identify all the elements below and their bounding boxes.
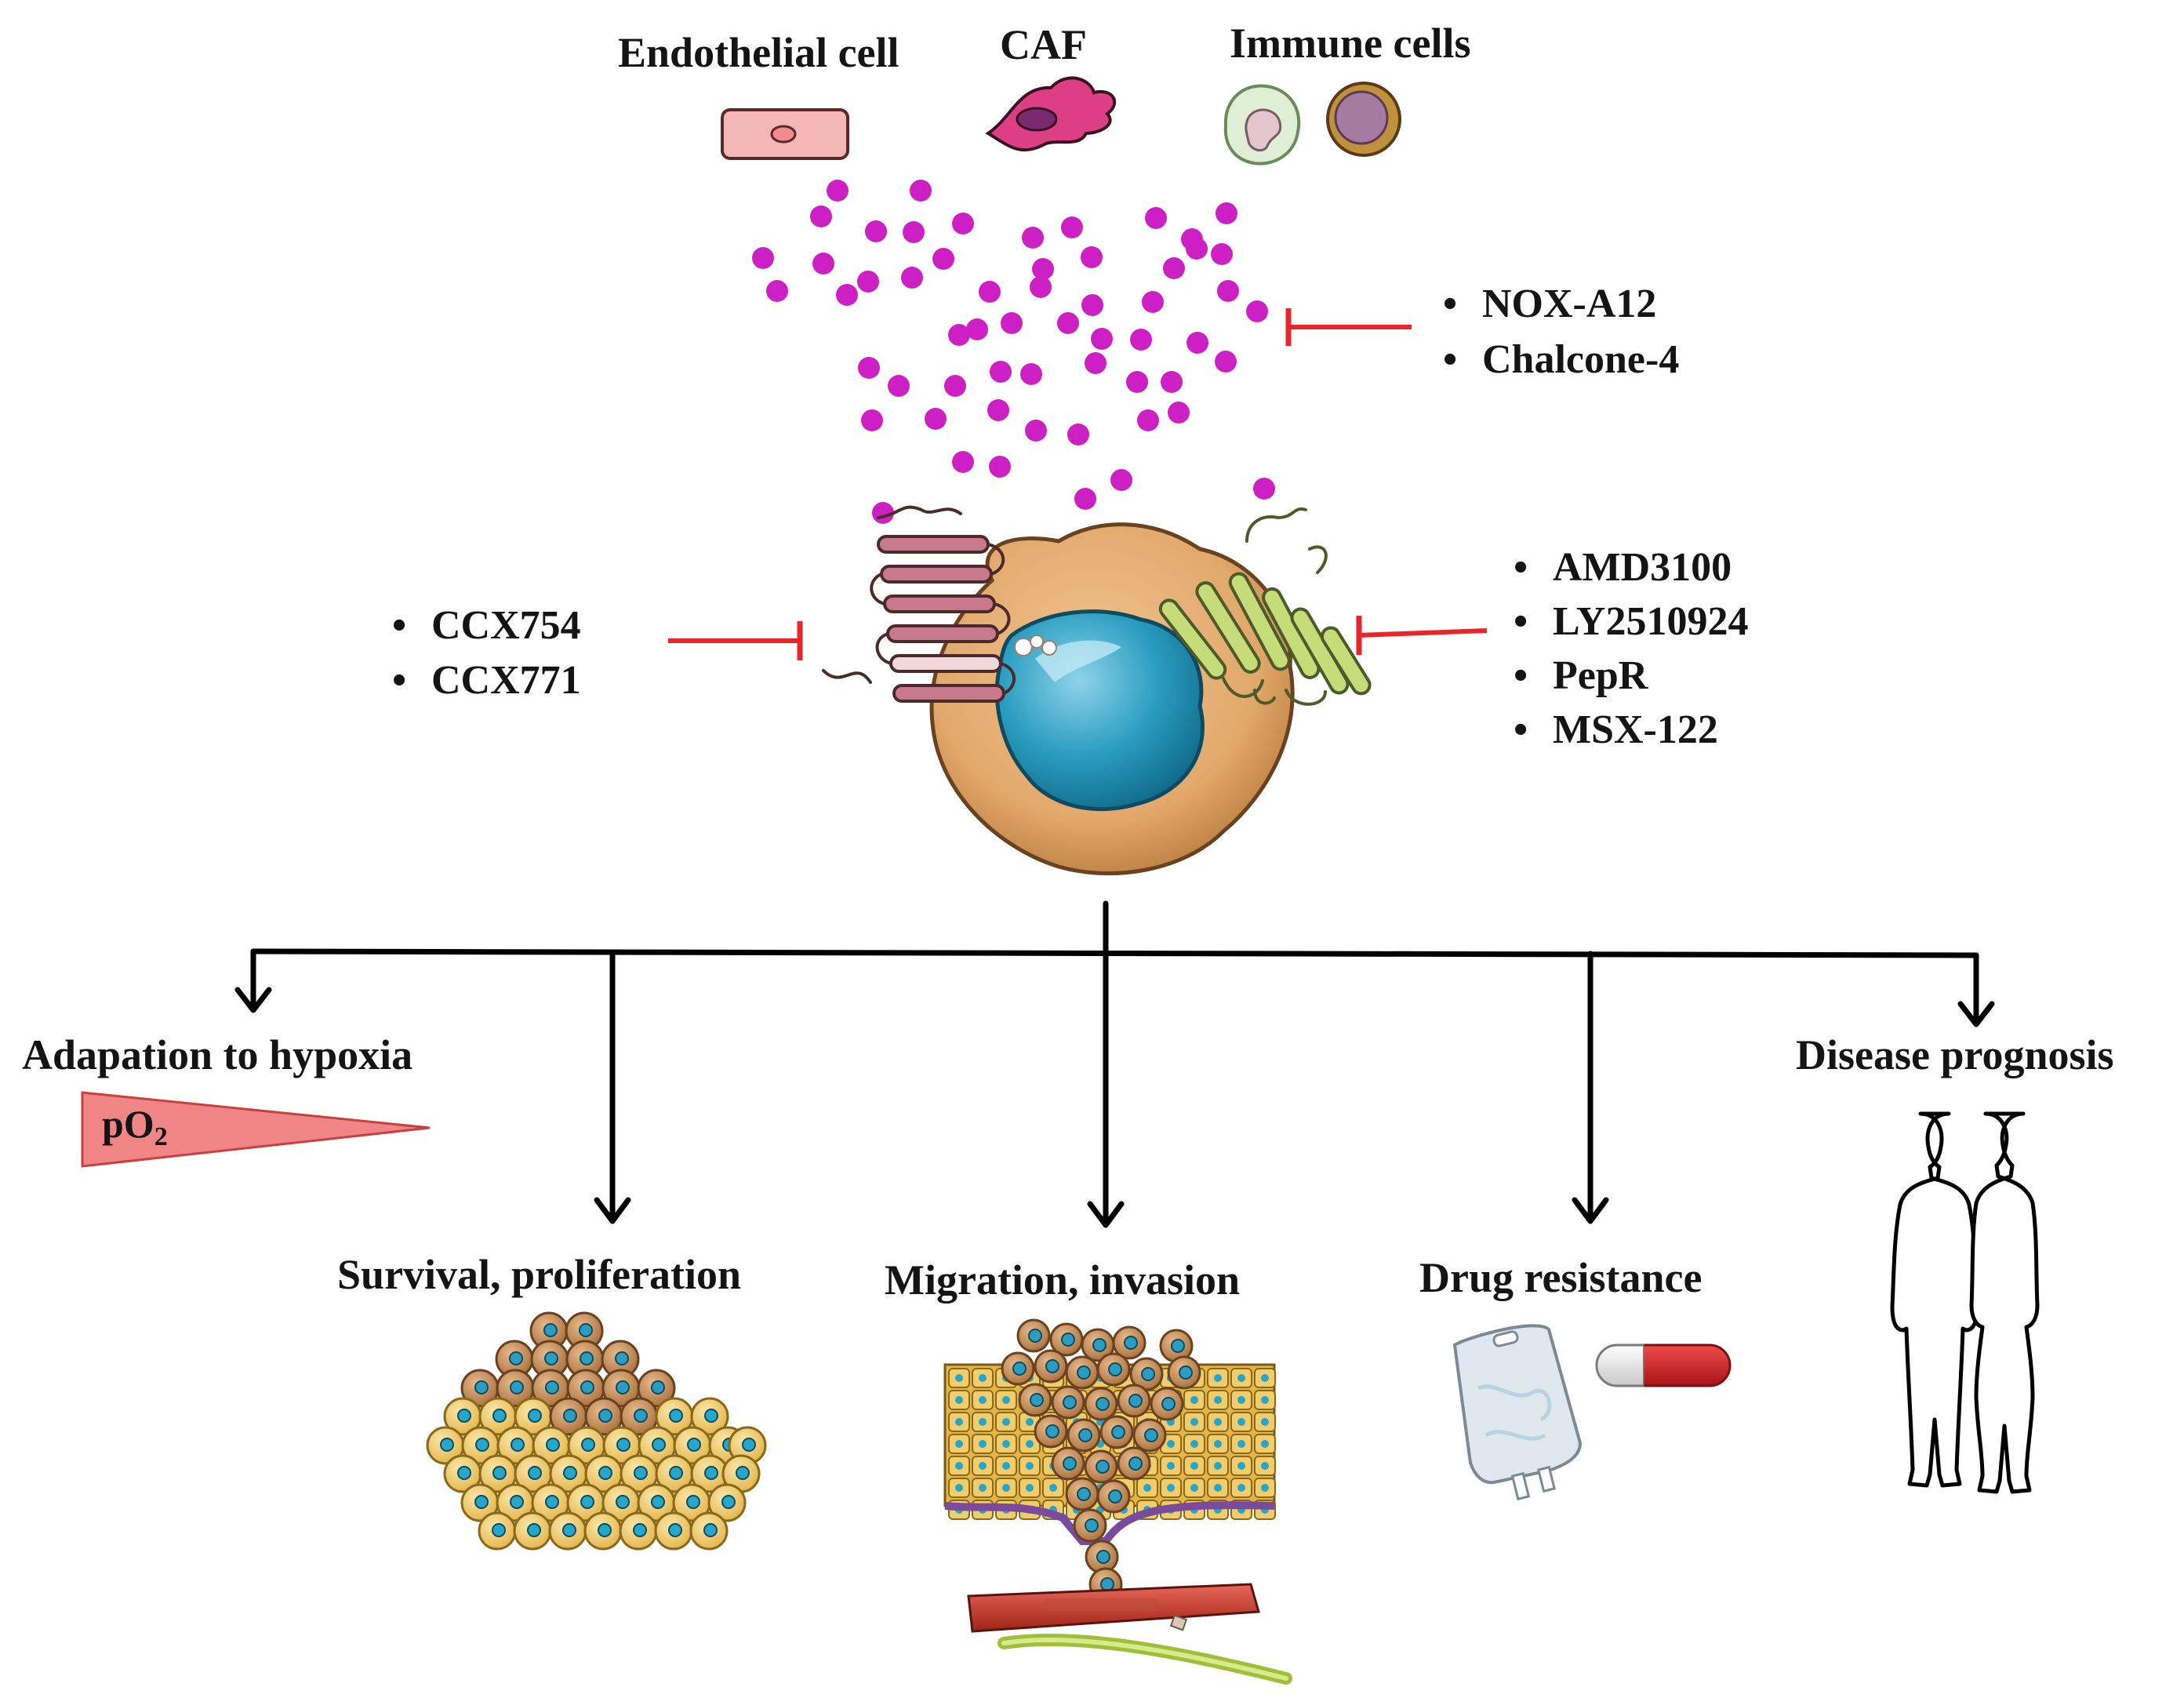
ligand-dot-icon	[932, 248, 954, 270]
inhibition-bar-icon	[1356, 616, 1488, 655]
drug-item: •NOX-A12	[1443, 282, 1657, 326]
outcome-drug-resistance-label: Drug resistance	[1419, 1254, 1703, 1301]
ligand-dot-icon	[858, 357, 880, 379]
outcome-migration-label: Migration, invasion	[885, 1256, 1241, 1303]
ligand-dot-icon	[812, 253, 834, 275]
ligand-dots	[752, 180, 1275, 524]
ligand-dot-icon	[910, 180, 932, 202]
caf-label: CAF	[1000, 21, 1087, 68]
drug-item: •LY2510924	[1514, 599, 1749, 644]
cell-cluster-icon	[426, 1311, 767, 1551]
ligand-dot-icon	[1217, 280, 1239, 302]
outcome-prognosis-label: Disease prognosis	[1796, 1031, 2114, 1078]
iv-bag-icon	[1452, 1324, 1583, 1501]
ligand-dot-icon	[1057, 312, 1079, 334]
immune-cell-icon	[1326, 82, 1401, 157]
tissue-invasion-icon	[943, 1318, 1292, 1685]
po2-gradient-icon	[81, 1091, 431, 1168]
drug-item: •MSX-122	[1514, 707, 1718, 752]
ligand-dot-icon	[1215, 351, 1237, 373]
receptor-icon	[1158, 507, 1372, 706]
ligand-dot-icon	[827, 180, 849, 202]
ligand-dot-icon	[1067, 424, 1089, 445]
ligand-dot-icon	[1074, 488, 1096, 510]
ligand-dot-icon	[925, 408, 947, 430]
ligand-dot-icon	[1020, 363, 1042, 385]
ligand-dot-icon	[990, 361, 1012, 383]
outcome-hypoxia-label: Adapation to hypoxia	[22, 1031, 413, 1078]
inhibition-bar-icon	[668, 621, 803, 660]
ligand-dot-icon	[1137, 409, 1159, 431]
ligand-dot-icon	[810, 205, 832, 227]
ligand-dot-icon	[1161, 371, 1183, 393]
outcome-survival-label: Survival, proliferation	[337, 1251, 742, 1298]
ligand-dot-icon	[966, 318, 988, 340]
ligand-dot-icon	[1142, 291, 1164, 313]
caf-icon	[985, 76, 1117, 152]
ligand-dot-icon	[987, 399, 1009, 421]
ligand-dot-icon	[952, 451, 974, 473]
ligand-dot-icon	[1253, 478, 1275, 500]
endothelial-cell-label: Endothelial cell	[618, 29, 899, 76]
ligand-dot-icon	[1246, 300, 1268, 322]
ligand-dot-icon	[1061, 216, 1083, 238]
ligand-dot-icon	[1081, 294, 1103, 316]
arrow-icon	[234, 900, 1995, 1228]
ligand-dot-icon	[766, 280, 788, 302]
ligand-dot-icon	[1091, 328, 1113, 350]
immune-cell-icon	[1223, 84, 1301, 165]
ligand-dot-icon	[1081, 246, 1103, 268]
ligand-dot-icon	[1145, 207, 1167, 229]
ligand-dot-icon	[901, 267, 923, 289]
ligand-dot-icon	[1110, 469, 1132, 491]
ligand-dot-icon	[1216, 202, 1237, 224]
ligand-dot-icon	[903, 221, 925, 243]
ligand-dot-icon	[861, 409, 883, 431]
pill-capsule-icon	[1595, 1343, 1732, 1387]
ligand-dot-icon	[1126, 371, 1148, 393]
ligand-dot-icon	[944, 375, 966, 397]
ligand-dot-icon	[1032, 258, 1054, 280]
immune-cells-label: Immune cells	[1230, 20, 1471, 67]
ligand-dot-icon	[1186, 332, 1208, 354]
ligand-dot-icon	[752, 247, 774, 269]
ligand-dot-icon	[836, 284, 858, 306]
ligand-dot-icon	[1211, 243, 1233, 265]
ligand-dot-icon	[1186, 238, 1208, 260]
drug-item: •PepR	[1514, 653, 1648, 698]
receptor-icon	[822, 505, 1016, 703]
endothelial-cell-icon	[721, 108, 849, 160]
ligand-dot-icon	[1168, 402, 1190, 424]
ligand-dot-icon	[1001, 312, 1023, 334]
ligand-dot-icon	[948, 324, 970, 346]
ligand-dot-icon	[888, 375, 910, 397]
ligand-dot-icon	[1163, 257, 1185, 279]
ligand-dot-icon	[952, 213, 974, 235]
drug-item: •CCX771	[392, 658, 581, 703]
drug-item: •AMD3100	[1514, 545, 1732, 590]
ligand-dot-icon	[1022, 227, 1044, 249]
ligand-dot-icon	[1030, 276, 1052, 298]
human-silhouette-icon	[1890, 1111, 2040, 1494]
ligand-dot-icon	[1130, 329, 1152, 351]
ligand-dot-icon	[979, 281, 1001, 303]
po2-label: pO2	[102, 1102, 168, 1151]
inhibition-bar-icon	[1285, 308, 1412, 346]
ligand-dot-icon	[1025, 420, 1047, 442]
drug-item: •Chalcone-4	[1443, 337, 1680, 382]
ligand-dot-icon	[1085, 352, 1107, 374]
ligand-dot-icon	[989, 456, 1011, 478]
ligand-dot-icon	[857, 271, 879, 293]
drug-item: •CCX754	[392, 603, 581, 648]
ligand-dot-icon	[865, 220, 887, 242]
